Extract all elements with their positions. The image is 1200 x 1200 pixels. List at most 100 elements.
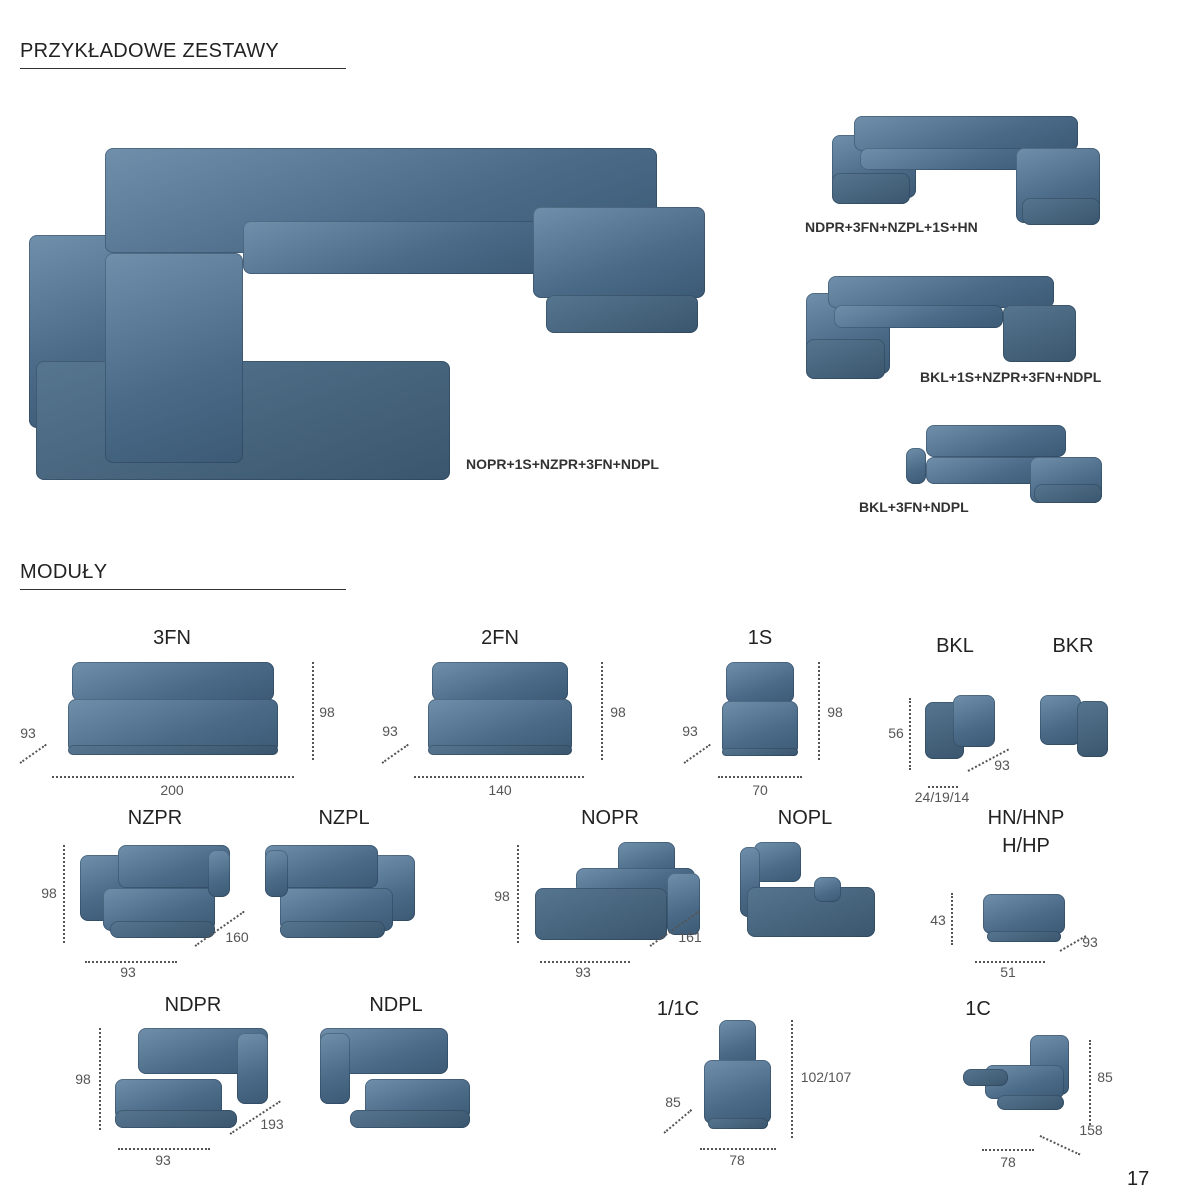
examples-heading: PRZYKŁADOWE ZESTAWY: [20, 40, 280, 62]
upholstery-block: [722, 701, 798, 756]
dimension-line: [791, 1020, 793, 1138]
upholstery-block: [242, 221, 547, 274]
upholstery-block: [35, 361, 450, 480]
sofa-set-image: [800, 270, 1082, 385]
module-image-1s: [722, 662, 798, 760]
dimension-line: [118, 1148, 210, 1150]
dimension-line: [63, 845, 65, 943]
dimension-line: [975, 961, 1045, 963]
upholstery-block: [104, 252, 243, 463]
upholstery-block: [906, 447, 926, 485]
upholstery-block: [667, 872, 700, 935]
upholstery-block: [1077, 701, 1108, 757]
module-image-1c: [963, 1035, 1075, 1120]
module-title-2fn: 2FN: [481, 627, 519, 649]
dimension-depth: 85: [665, 1094, 681, 1110]
module-image-3fn: [68, 662, 278, 760]
upholstery-block: [115, 1109, 238, 1128]
page-number: 17: [1127, 1168, 1150, 1190]
upholstery-block: [828, 275, 1054, 308]
dimension-depth: 193: [260, 1116, 284, 1132]
module-image-ndpl: [320, 1028, 470, 1130]
dimension-line: [700, 1148, 776, 1150]
module-title-bkl: BKL: [936, 635, 974, 657]
module-image-bkl: [925, 695, 995, 760]
module-image-nopr: [535, 842, 700, 945]
dimension-width: 51: [1000, 964, 1016, 980]
dimension-line: [414, 776, 584, 778]
dimension-line: [52, 776, 294, 778]
upholstery-block: [1034, 484, 1102, 503]
module-image-2fn: [428, 662, 572, 760]
dimension-depth: 93: [682, 723, 698, 739]
dimension-width: 140: [488, 782, 512, 798]
dimension-depth: 161: [678, 929, 702, 945]
module-image-nzpr: [80, 845, 230, 940]
dimension-line: [718, 776, 802, 778]
upholstery-block: [265, 849, 288, 898]
upholstery-block: [72, 662, 274, 702]
dimension-depth: 160: [225, 929, 249, 945]
dimension-line: [540, 961, 630, 963]
dimension-depth: 93: [1082, 934, 1098, 950]
dimension-line: [951, 893, 953, 945]
upholstery-block: [983, 893, 1065, 934]
module-title-nopl: NOPL: [777, 807, 833, 829]
dimension-height: 98: [75, 1071, 91, 1087]
dimension-line: [818, 662, 820, 760]
module-title-nzpr: NZPR: [127, 807, 183, 829]
dimension-width: 78: [1000, 1154, 1016, 1170]
upholstery-block: [68, 699, 278, 754]
upholstery-block: [703, 1060, 772, 1124]
dimension-depth: 93: [994, 757, 1010, 773]
dimension-height: 102/107: [800, 1069, 852, 1085]
module-title-nzpl: NZPL: [318, 807, 370, 829]
dimension-height: 98: [319, 704, 335, 720]
sofa-set-image: [826, 110, 1106, 235]
upholstery-block: [963, 1069, 1008, 1086]
set-caption: NDPR+3FN+NZPL+1S+HN: [805, 219, 978, 235]
upholstery-block: [996, 1094, 1064, 1110]
upholstery-block: [1003, 304, 1077, 362]
sofa-set-image-large: [15, 130, 705, 480]
dimension-height: 98: [610, 704, 626, 720]
module-title-3fn: 3FN: [153, 627, 191, 649]
dimension-height: 43: [930, 912, 946, 928]
module-title-ndpr: NDPR: [164, 994, 222, 1016]
sofa-set-image: [906, 420, 1106, 512]
dimension-line: [1039, 1135, 1081, 1156]
dimension-line: [312, 662, 314, 760]
module-title-1-1c: 1/1C: [656, 998, 700, 1020]
upholstery-block: [280, 921, 385, 939]
upholstery-block: [725, 662, 795, 704]
upholstery-block: [722, 748, 798, 757]
upholstery-block: [546, 294, 699, 333]
upholstery-block: [428, 745, 572, 756]
dimension-line: [982, 1149, 1034, 1151]
set-caption: BKL+1S+NZPR+3FN+NDPL: [920, 369, 1102, 385]
module-title-nopr: NOPR: [581, 807, 639, 829]
upholstery-block: [833, 304, 1004, 328]
upholstery-block: [350, 1109, 470, 1128]
upholstery-block: [746, 887, 875, 937]
upholstery-block: [532, 207, 705, 298]
dimension-line: [517, 845, 519, 943]
module-title-ndpl: NDPL: [369, 994, 423, 1016]
dimension-height: 98: [41, 885, 57, 901]
upholstery-block: [953, 695, 995, 747]
dimension-depth: 158: [1079, 1122, 1103, 1138]
upholstery-block: [110, 921, 215, 939]
module-image-ndpr: [115, 1028, 268, 1130]
dimension-depth: 93: [20, 725, 36, 741]
upholstery-block: [535, 888, 667, 940]
dimension-width: 24/19/14: [914, 789, 970, 805]
upholstery-block: [831, 172, 910, 204]
upholstery-block: [428, 699, 572, 754]
module-title-hn: HN/HNP: [987, 807, 1065, 829]
dimension-width: 93: [575, 964, 591, 980]
module-image-hn: [983, 888, 1065, 945]
upholstery-block: [320, 1033, 350, 1105]
upholstery-block: [854, 116, 1078, 152]
module-title-1s: 1S: [747, 627, 773, 649]
